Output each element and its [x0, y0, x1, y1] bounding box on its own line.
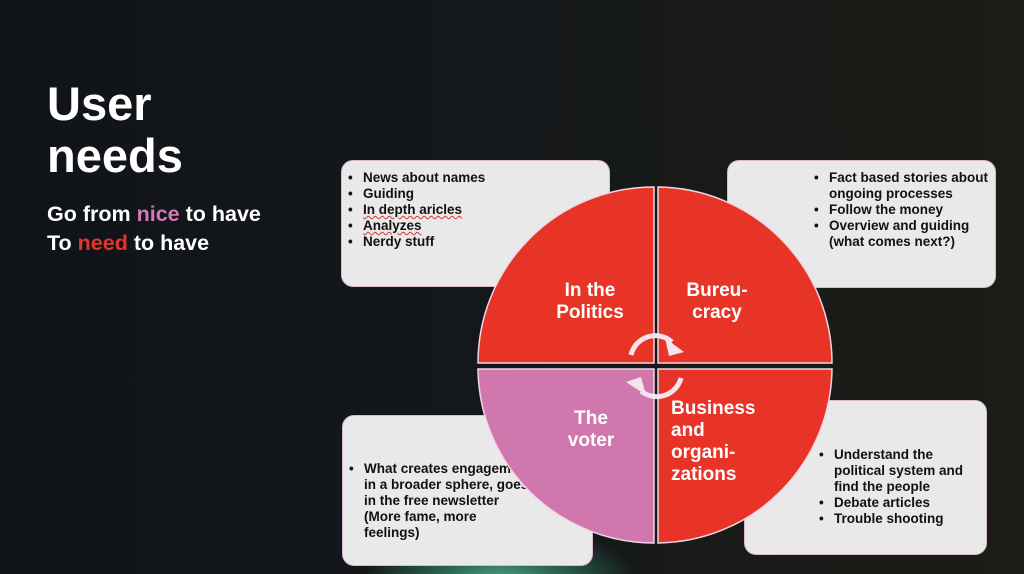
highlight-need: need [77, 231, 128, 255]
label-line: Bureu- [686, 280, 748, 301]
bullet: Understand the political system and find… [813, 447, 980, 495]
label-line: Politics [556, 302, 624, 323]
label-line: cracy [692, 302, 742, 323]
bullet: What creates engagement in a broader sph… [343, 461, 532, 541]
arrow-head-icon [626, 377, 646, 395]
quadrant-voter [477, 368, 655, 544]
bullet: Nerdy stuff [342, 234, 609, 250]
bullet-text: Analyzes [363, 218, 422, 233]
label-line: zations [671, 464, 737, 485]
label-line: organi- [671, 442, 736, 463]
bullet: Analyzes [342, 218, 609, 234]
bullet: Overview and guiding (what comes next?) [808, 218, 995, 250]
subtitle: Go from nice to have To need to have [47, 200, 261, 258]
label-line: The [574, 408, 608, 429]
bullet: Debate articles [813, 495, 980, 511]
label-line: In the [564, 280, 616, 301]
bullet: Follow the money [808, 202, 995, 218]
quadrant-bureaucracy [657, 186, 833, 364]
subtitle-text: to have [127, 231, 210, 255]
bullet: Trouble shooting [813, 511, 980, 527]
subtitle-text: Go from [47, 202, 137, 226]
bullet: Guiding [342, 186, 609, 202]
quadrant-business [657, 368, 833, 544]
bullet: Fact based stories about ongoing process… [808, 170, 995, 202]
arrow-head-icon [665, 338, 684, 356]
bullet: In depth aricles [342, 202, 609, 218]
label-line: and [671, 420, 705, 441]
label-line: voter [567, 430, 615, 451]
subtitle-text: To [47, 231, 78, 255]
label-bureaucracy: Bureu-cracy [672, 280, 762, 324]
bullet: News about names [342, 170, 609, 186]
label-line: Business [671, 398, 756, 419]
subtitle-text: to have [179, 202, 261, 226]
quadrant-politics [477, 186, 655, 364]
bullet-text: In depth aricles [363, 202, 463, 217]
highlight-nice: nice [136, 202, 180, 226]
slide-title: User needs [47, 77, 183, 182]
